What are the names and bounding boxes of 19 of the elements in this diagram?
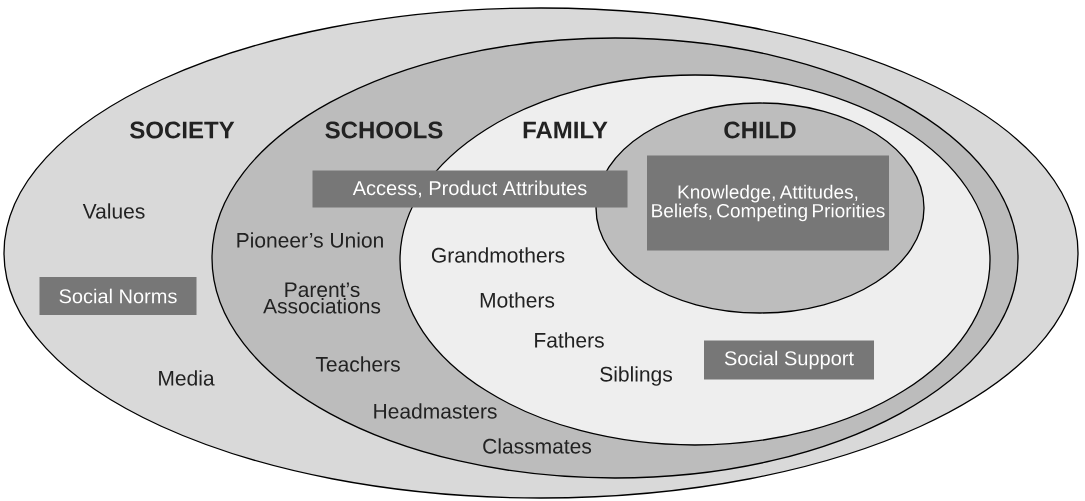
member-label: Pioneer’s Union	[237, 232, 383, 248]
member-label: Grandmothers	[431, 247, 565, 263]
ring-heading: SCHOOLS	[325, 121, 443, 139]
ring-heading: FAMILY	[523, 121, 608, 139]
member-label: Parent’s Associations	[263, 282, 381, 314]
factor-box: Access, Product Attributes	[312, 170, 628, 208]
factor-box: Social Support	[704, 340, 874, 380]
factor-box: Social Norms	[39, 277, 197, 315]
member-label: Classmates	[483, 438, 592, 454]
member-label: Values	[82, 203, 145, 219]
factor-box: Knowledge, Attitudes, Beliefs, Competing Priorities	[647, 155, 889, 251]
ring-heading: SOCIETY	[130, 121, 235, 139]
member-label: Headmasters	[374, 403, 497, 419]
member-label: Media	[159, 370, 215, 386]
member-label: Fathers	[535, 332, 604, 348]
member-label: Mothers	[480, 292, 555, 308]
ring-heading: CHILD	[724, 121, 796, 139]
member-label: Siblings	[600, 366, 672, 386]
member-label: Teachers	[315, 356, 400, 372]
